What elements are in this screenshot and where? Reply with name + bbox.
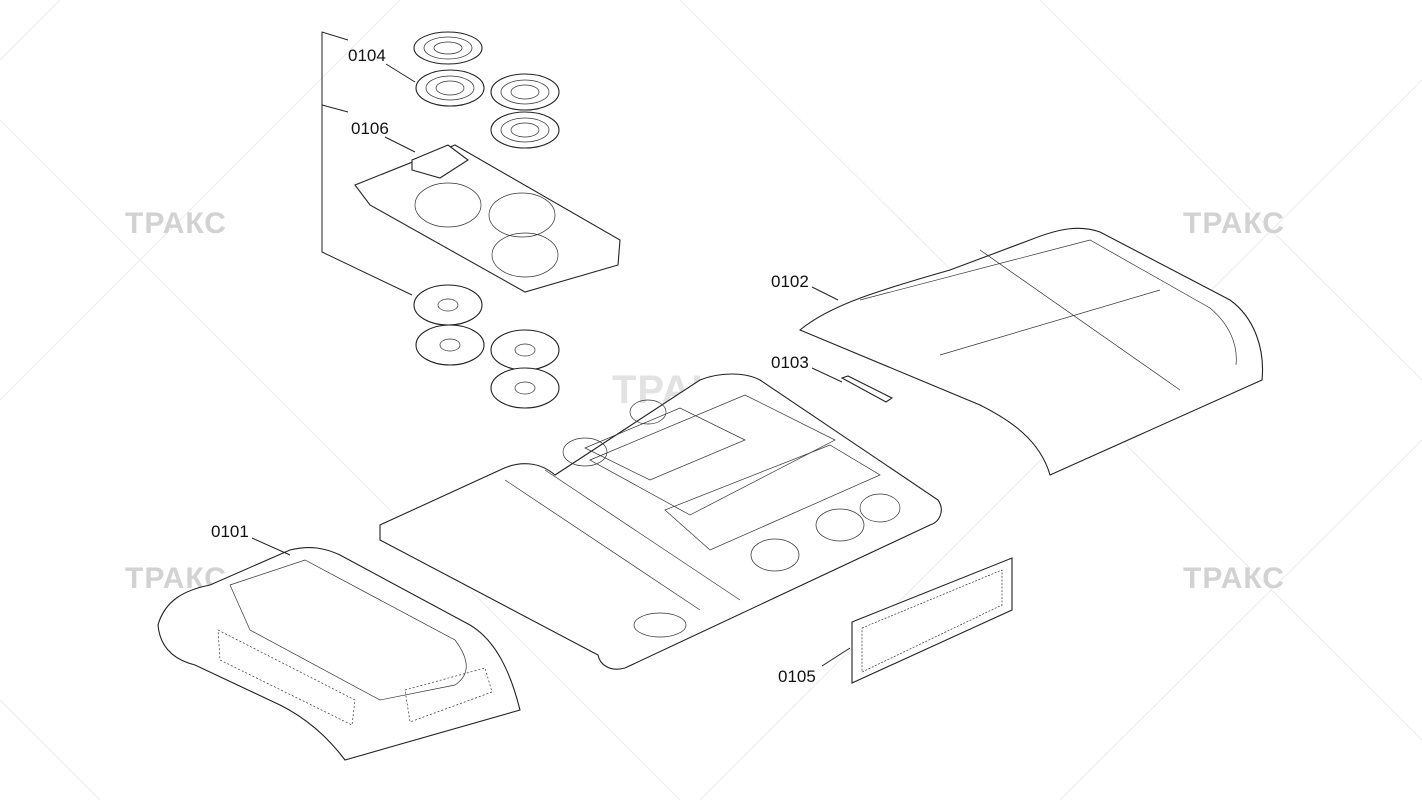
fan-grilles-0104 <box>413 31 560 149</box>
callout-labels: 0104 0106 0102 0103 0101 0105 <box>211 46 816 686</box>
callout-0104: 0104 <box>348 46 386 65</box>
group-bracket <box>321 31 413 296</box>
rear-cover-0102 <box>798 227 1264 476</box>
callout-0103: 0103 <box>771 353 809 372</box>
seal-strip-0103 <box>840 375 894 403</box>
callout-0102: 0102 <box>771 272 809 291</box>
callout-0106: 0106 <box>351 119 389 138</box>
callout-0101: 0101 <box>211 522 249 541</box>
watermark-bottom-right: ТРАКС <box>1183 562 1285 595</box>
fans <box>413 284 560 409</box>
callout-0105: 0105 <box>778 667 816 686</box>
fan-cover-plate-0106 <box>354 144 621 293</box>
front-cover-0101 <box>157 546 521 761</box>
grille-panel-0105 <box>851 557 1013 684</box>
watermark-top-right: ТРАКС <box>1183 207 1285 240</box>
leader-lines <box>251 63 851 667</box>
main-frame <box>379 373 942 670</box>
watermark-top-left: ТРАКС <box>125 207 227 240</box>
